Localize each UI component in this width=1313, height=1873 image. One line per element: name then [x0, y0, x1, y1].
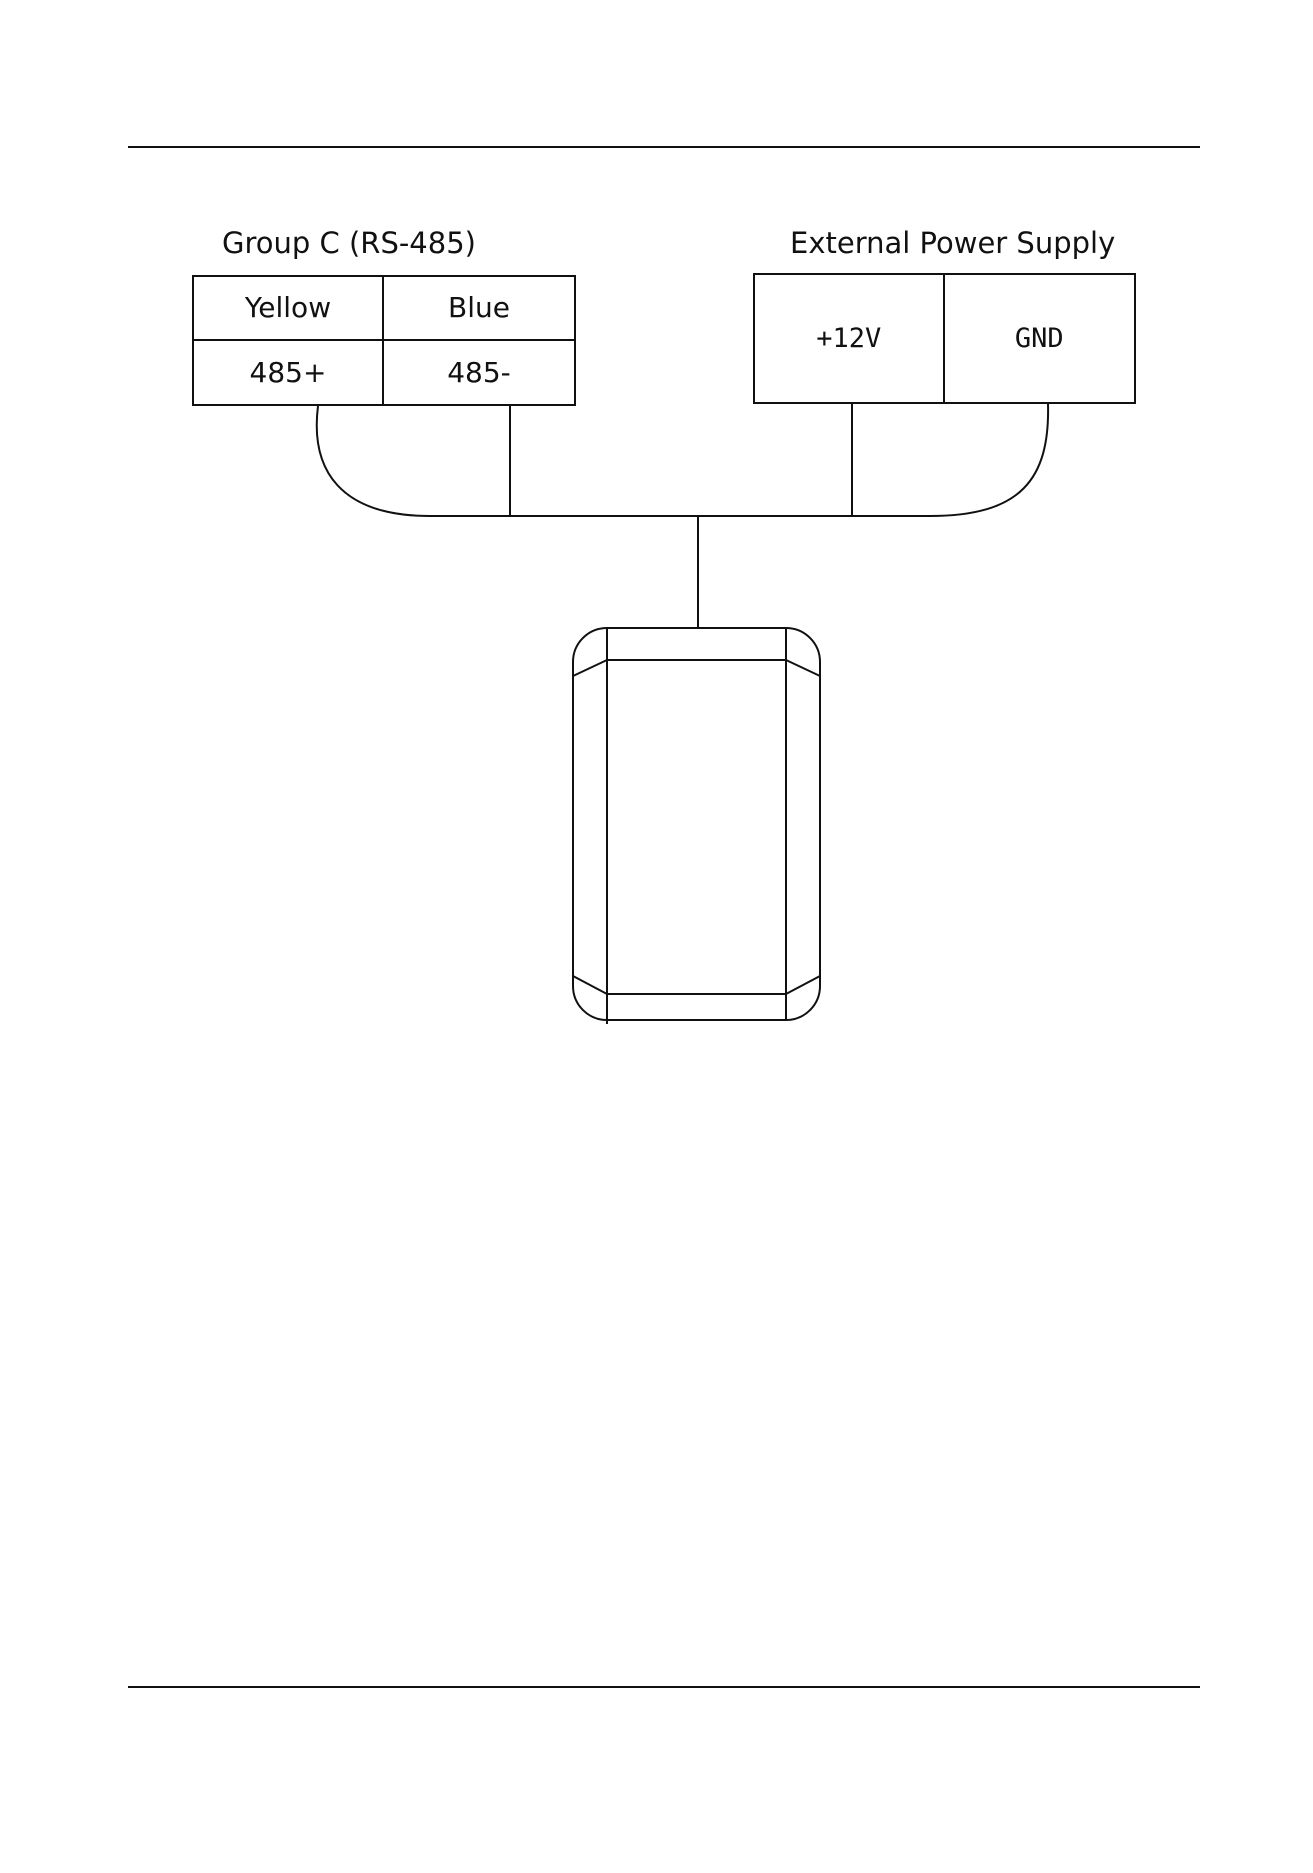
- wire-gnd: [852, 404, 1048, 516]
- card-reader-icon: [573, 628, 820, 1024]
- wire-485-positive: [317, 406, 506, 516]
- footer-rule: [128, 1686, 1200, 1688]
